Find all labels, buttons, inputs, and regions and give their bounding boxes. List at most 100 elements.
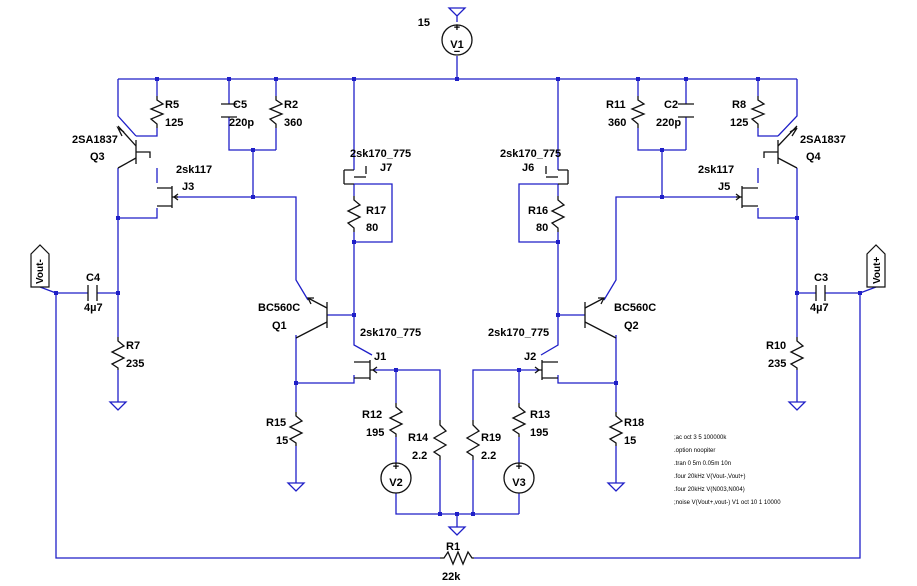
- transistors: [116, 125, 798, 339]
- c2-value: 220p: [656, 117, 681, 129]
- r5-value: 125: [165, 117, 183, 129]
- transistor-q3: [116, 125, 151, 169]
- r18-name: R18: [624, 417, 644, 429]
- r17-name: R17: [366, 205, 386, 217]
- ground-icon: [108, 401, 128, 411]
- q4-name: Q4: [806, 151, 822, 163]
- jfet-j5: [735, 186, 758, 208]
- r1-value: 22k: [442, 571, 461, 583]
- svg-text:Vout+: Vout+: [872, 257, 883, 284]
- r8-value: 125: [730, 117, 748, 129]
- jfets: [157, 166, 758, 380]
- ground-icon: [606, 482, 626, 492]
- j3-name: J3: [182, 181, 194, 193]
- jfet-j7: [343, 166, 367, 185]
- c4-name: C4: [86, 272, 101, 284]
- directive-line: ;ac oct 3 5 100000k: [674, 435, 727, 441]
- j1-name: J1: [374, 351, 386, 363]
- resistor-r10: [789, 337, 805, 370]
- r11-name: R11: [606, 99, 626, 111]
- resistor-r17: [346, 196, 362, 232]
- q3-name: Q3: [90, 151, 105, 163]
- j6-name: J6: [522, 162, 534, 174]
- transistor-q1: [295, 297, 328, 339]
- c3-name: C3: [814, 272, 828, 284]
- resistor-r1: [440, 550, 474, 566]
- j5-model: 2sk117: [698, 164, 734, 176]
- voltage-source-v1: + 15 V1 −: [418, 17, 473, 58]
- r2-value: 360: [284, 117, 302, 129]
- svg-text:+: +: [516, 461, 522, 473]
- r8-name: R8: [732, 99, 746, 111]
- v1-value: 15: [418, 17, 430, 29]
- q1-model: BC560C: [258, 302, 300, 314]
- j3-model: 2sk117: [176, 164, 212, 176]
- resistor-r7: [110, 337, 126, 370]
- transistor-q4: [763, 125, 798, 169]
- ground-symbols: [108, 7, 807, 536]
- ground-icon: [447, 7, 467, 22]
- j2-model: 2sk170_775: [488, 327, 549, 339]
- r2-name: R2: [284, 99, 298, 111]
- resistor-r11: [630, 96, 646, 128]
- r12-value: 195: [366, 427, 384, 439]
- svg-text:+: +: [393, 461, 399, 473]
- j5-name: J5: [718, 181, 730, 193]
- r15-value: 15: [276, 435, 288, 447]
- directive-line: .tran 0 5m 0.05m 10n: [674, 461, 731, 467]
- jfet-j2: [534, 360, 558, 380]
- q3-model: 2SA1837: [72, 134, 118, 146]
- capacitor-c5: [221, 103, 237, 118]
- v3-name: V3: [512, 477, 525, 489]
- resistor-r15: [288, 412, 304, 446]
- q2-model: BC560C: [614, 302, 656, 314]
- directive-line: .four 20kHz V(N003,N004): [674, 487, 745, 493]
- voltage-source-v3: + V3: [503, 461, 535, 494]
- junction-dots: [54, 77, 862, 516]
- r14-value: 2.2: [412, 450, 427, 462]
- r5-name: R5: [165, 99, 179, 111]
- r15-name: R15: [266, 417, 286, 429]
- jfet-j6: [545, 166, 569, 185]
- r7-value: 235: [126, 358, 144, 370]
- c3-value: 4µ7: [810, 302, 829, 314]
- r13-value: 195: [530, 427, 548, 439]
- svg-text:−: −: [454, 46, 460, 58]
- capacitor-c4: [87, 285, 98, 301]
- wires: [39, 56, 877, 559]
- capacitor-c2: [678, 103, 694, 118]
- r7-name: R7: [126, 340, 140, 352]
- port-vout-minus: Vout-: [30, 244, 50, 288]
- resistor-r19: [465, 420, 481, 460]
- j1-model: 2sk170_775: [360, 327, 421, 339]
- svg-text:Vout-: Vout-: [35, 259, 46, 284]
- resistor-r2: [268, 96, 284, 128]
- c5-name: C5: [233, 99, 247, 111]
- capacitor-c3: [815, 285, 826, 301]
- ground-icon: [447, 526, 467, 536]
- c2-name: C2: [664, 99, 678, 111]
- transistor-q2: [584, 297, 617, 339]
- j7-name: J7: [380, 162, 392, 174]
- r16-name: R16: [528, 205, 548, 217]
- voltage-source-v2: + V2: [380, 461, 412, 494]
- svg-text:+: +: [454, 22, 460, 34]
- component-labels: R5 125 C5 220p R2 360 2SA1837 Q3 2sk117 …: [72, 99, 846, 583]
- r12-name: R12: [362, 409, 382, 421]
- q1-name: Q1: [272, 320, 287, 332]
- directive-line: .option noopiter: [674, 448, 715, 454]
- r19-name: R19: [481, 432, 501, 444]
- r10-value: 235: [768, 358, 786, 370]
- r17-value: 80: [366, 222, 378, 234]
- c4-value: 4µ7: [84, 302, 103, 314]
- directive-line: ;noise V(Vout+,vout-) V1 oct 10 1 10000: [674, 500, 781, 506]
- r18-value: 15: [624, 435, 636, 447]
- resistor-r13: [511, 403, 527, 437]
- j7-model: 2sk170_775: [350, 148, 411, 160]
- directive-line: .four 20kHz V(Vout-,Vout+): [674, 474, 746, 480]
- r16-value: 80: [536, 222, 548, 234]
- resistor-r18: [608, 412, 624, 446]
- r19-value: 2.2: [481, 450, 496, 462]
